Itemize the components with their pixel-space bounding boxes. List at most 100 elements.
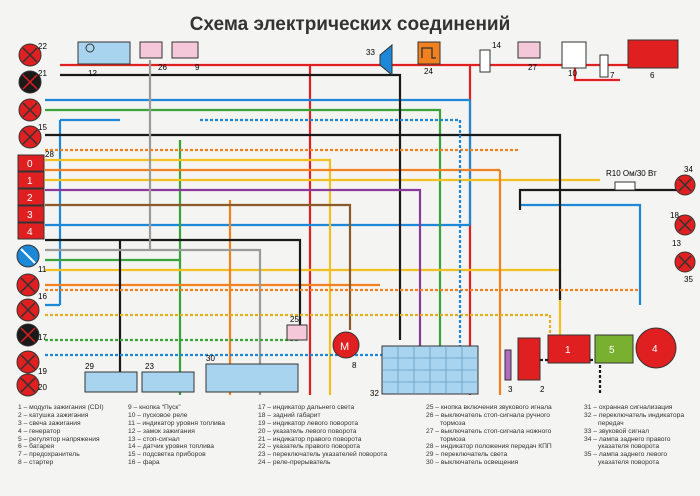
- label-2: 2: [540, 385, 545, 394]
- cdi-module-1: 1: [547, 334, 591, 364]
- light-switch-29: 29: [84, 362, 138, 393]
- label-34: 34: [684, 165, 693, 174]
- lamp-34: 34: [674, 165, 696, 196]
- legend-item: 22 – указатель правого поворота: [258, 443, 360, 451]
- legend-item: 12 – замок зажигания: [128, 427, 195, 435]
- light-switch-30: 30: [205, 354, 299, 393]
- fuel-indicator-11: 11: [16, 244, 47, 274]
- legend-item: 30 – выключатель освещения: [426, 459, 519, 467]
- label-18: 18: [670, 211, 679, 220]
- block-1-label: 1: [565, 345, 571, 356]
- label-7: 7: [610, 71, 615, 80]
- gear-0: 0: [27, 159, 33, 170]
- legend-item: указателя поворота: [598, 443, 660, 451]
- lamp-35: 35: [674, 251, 696, 284]
- lamp-18: 18 13: [670, 211, 696, 248]
- label-17: 17: [38, 333, 47, 342]
- label-25: 25: [290, 315, 299, 324]
- legend-item: тормоза: [440, 419, 466, 427]
- gear-4: 4: [27, 227, 33, 238]
- regulator-5: 5: [594, 334, 634, 364]
- start-button-9: 9: [171, 41, 200, 72]
- legend-item: 1 – модуль зажигания (CDI): [18, 404, 104, 411]
- legend-item: 8 – стартер: [18, 459, 54, 467]
- label-15: 15: [38, 123, 47, 132]
- legend-item: 4 – генератор: [18, 427, 61, 435]
- label-28: 28: [45, 150, 54, 159]
- start-relay-10: 10: [561, 41, 587, 78]
- legend-item: 25 – кнопка включения звукового игнала: [426, 404, 552, 411]
- label-11: 11: [38, 265, 47, 274]
- start-relay-button-26: 26: [139, 41, 167, 72]
- ignition-switch-12: 12: [77, 41, 131, 78]
- fuse-7: 7: [599, 54, 615, 80]
- legend-item: 23 – переключатель указателей поворота: [258, 451, 388, 459]
- legend-item: 31 – охранная сигнализация: [584, 404, 673, 411]
- label-16: 16: [38, 292, 47, 301]
- label-22: 22: [38, 42, 47, 51]
- legend-item: 18 – задний габарит: [258, 411, 321, 419]
- turn-switch-23: 23: [141, 362, 195, 393]
- wire-dashed-3: [200, 118, 462, 395]
- label-24: 24: [424, 67, 433, 76]
- lamp-unlabeled-2: [16, 298, 40, 322]
- lamp-20: 20: [16, 373, 47, 397]
- lamp-16: 16: [16, 273, 47, 301]
- legend-item: 3 – свеча зажигания: [18, 419, 81, 427]
- wire-dashed-1: [45, 148, 640, 292]
- legend-item: 15 – подсветка приборов: [128, 451, 206, 459]
- label-19: 19: [38, 367, 47, 376]
- wire-purple: [45, 188, 422, 380]
- wiring-diagram: 22 21 15 28 0 1 2 3 4 11 16: [16, 39, 696, 398]
- lamp-15: 15: [18, 123, 47, 149]
- block-5-label: 5: [609, 345, 615, 356]
- horn-button-25: 25: [286, 315, 308, 341]
- lamp-21: 21: [18, 69, 47, 94]
- lamp-22: 22: [18, 42, 47, 67]
- gear-2: 2: [27, 193, 33, 204]
- flasher-relay-24: 24: [417, 41, 441, 76]
- label-13: 13: [672, 239, 681, 248]
- legend-item: указателя поворота: [598, 459, 660, 467]
- legend-col-1: 1 – модуль зажигания (CDI) 2 – катушка з…: [18, 404, 104, 467]
- label-14: 14: [492, 41, 501, 50]
- label-26: 26: [158, 63, 167, 72]
- legend-item: 19 – индикатор левого поворота: [258, 419, 359, 427]
- fuel-sensor-14: 14: [479, 41, 501, 73]
- legend-item: 13 – стоп-сигнал: [128, 435, 180, 443]
- label-21: 21: [38, 69, 47, 78]
- lamp-17: 17: [16, 323, 47, 347]
- wire-yellow-1: [45, 158, 600, 395]
- gear-indicator-28: 28 0 1 2 3 4: [17, 150, 54, 240]
- label-30: 30: [206, 354, 215, 363]
- legend-item: 29 – переключатель света: [426, 451, 508, 459]
- legend-item: 2 – катушка зажигания: [18, 411, 89, 419]
- legend-item: 5 – регулятор напряжения: [18, 435, 100, 443]
- wire-green-2: [45, 140, 182, 395]
- resistor-r10: R10 Ом/30 Вт: [606, 169, 657, 191]
- legend-item: 32 – переключатель индикатора: [584, 411, 685, 419]
- legend-item: 7 – предохранитель: [18, 451, 80, 459]
- legend-item: 14 – датчик уровня топлива: [128, 443, 215, 451]
- label-3: 3: [508, 385, 513, 394]
- label-8: 8: [352, 361, 357, 370]
- legend-item: передач: [598, 419, 624, 427]
- legend-item: 26 – выключатель стоп-сигнала ручного: [426, 411, 550, 419]
- diagram-title: Схема электрических соединений: [189, 14, 511, 35]
- lamp-unlabeled-1: [18, 98, 42, 122]
- wires: [45, 50, 680, 395]
- label-32: 32: [370, 389, 379, 398]
- label-35: 35: [684, 275, 693, 284]
- label-20: 20: [38, 383, 47, 392]
- lamp-19: 19: [16, 350, 47, 376]
- legend-item: 28 – индикатор положения передач КПП: [426, 443, 552, 451]
- motor-label: M: [340, 341, 349, 353]
- spark-plug-3: 3: [504, 349, 513, 394]
- label-29: 29: [85, 362, 94, 371]
- legend-item: 11 – индикатор уровня топлива: [128, 419, 225, 427]
- wire-blue-1: [45, 98, 472, 227]
- label-33: 33: [366, 48, 375, 57]
- legend-item: 17 – индикатор дальнего света: [258, 404, 355, 411]
- legend-item: 10 – пусковое реле: [128, 411, 188, 419]
- legend-item: 35 – лампа заднего левого: [584, 451, 668, 459]
